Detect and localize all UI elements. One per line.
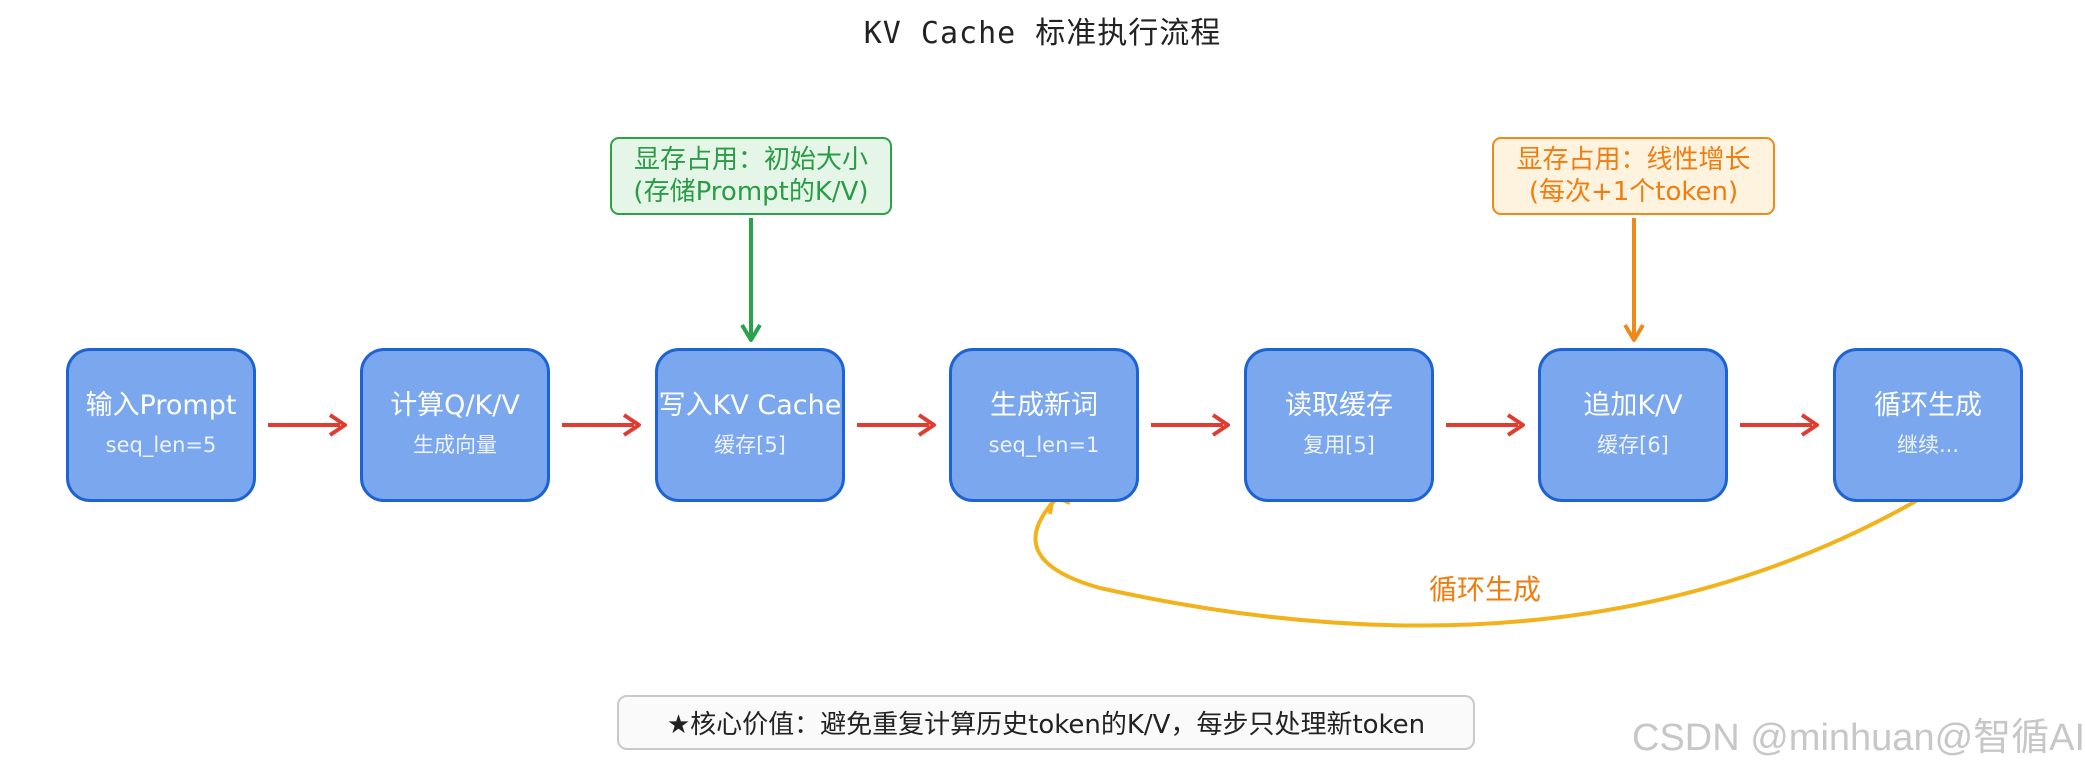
step-generate-token: 生成新词 seq_len=1	[949, 348, 1139, 502]
node-label: 计算Q/K/V	[390, 390, 520, 421]
flow-arrow-6	[1740, 413, 1819, 437]
memory-initial-arrow	[740, 218, 762, 342]
node-sub: 缓存[5]	[714, 433, 786, 457]
watermark: CSDN @minhuan@智循AI	[1632, 717, 2085, 759]
flow-arrow-2	[562, 413, 641, 437]
step-read-cache: 读取缓存 复用[5]	[1244, 348, 1434, 502]
diagram-title: KV Cache 标准执行流程	[863, 16, 1222, 51]
note-line-2: (存储Prompt的K/V)	[633, 177, 869, 207]
node-label: 输入Prompt	[85, 390, 237, 421]
flow-arrow-4	[1151, 413, 1230, 437]
node-sub: seq_len=5	[105, 433, 217, 457]
node-sub: seq_len=1	[988, 433, 1100, 457]
node-sub: 继续...	[1896, 433, 1960, 457]
node-label: 生成新词	[990, 390, 1098, 421]
flow-arrow-5	[1446, 413, 1525, 437]
step-input-prompt: 输入Prompt seq_len=5	[66, 348, 256, 502]
node-sub: 复用[5]	[1303, 433, 1375, 457]
node-label: 追加K/V	[1583, 390, 1683, 421]
node-sub: 生成向量	[413, 433, 497, 457]
memory-growth-note: 显存占用：线性增长 (每次+1个token)	[1492, 137, 1775, 215]
memory-initial-note: 显存占用：初始大小 (存储Prompt的K/V)	[610, 137, 892, 215]
node-label: 循环生成	[1874, 390, 1982, 421]
step-append-kv: 追加K/V 缓存[6]	[1538, 348, 1728, 502]
step-loop-generate: 循环生成 继续...	[1833, 348, 2023, 502]
node-label: 写入KV Cache	[658, 390, 842, 421]
memory-growth-arrow	[1623, 218, 1645, 342]
node-label: 读取缓存	[1285, 390, 1393, 421]
flow-arrow-3	[857, 413, 936, 437]
note-line-1: 显存占用：线性增长	[1516, 145, 1751, 175]
flow-arrow-1	[268, 413, 347, 437]
step-compute-qkv: 计算Q/K/V 生成向量	[360, 348, 550, 502]
note-line-2: (每次+1个token)	[1528, 177, 1739, 207]
core-value-banner: ★核心价值：避免重复计算历史token的K/V，每步只处理新token	[617, 695, 1475, 750]
node-sub: 缓存[6]	[1597, 433, 1669, 457]
loop-label: 循环生成	[1428, 573, 1541, 606]
step-write-kv-cache: 写入KV Cache 缓存[5]	[655, 348, 845, 502]
note-line-1: 显存占用：初始大小	[633, 145, 868, 175]
